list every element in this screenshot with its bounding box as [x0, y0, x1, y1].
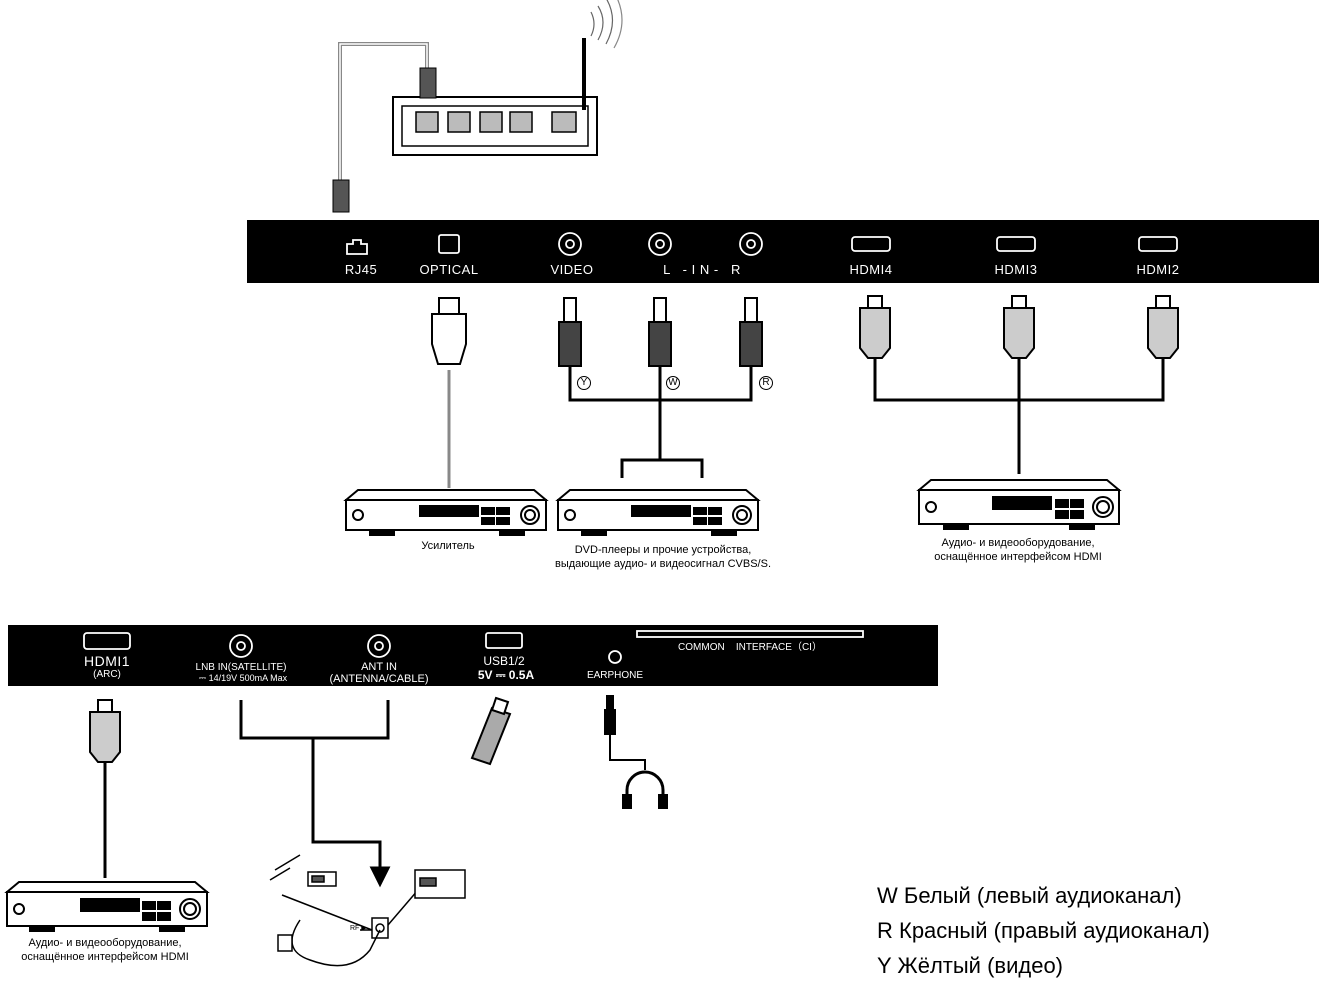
rca-mark-r: R	[759, 376, 773, 390]
hdmi1-arc-label: (ARC)	[93, 669, 121, 680]
rf-label: RF ▶	[350, 925, 367, 932]
router	[392, 0, 623, 156]
legend-red: R Красный (правый аудиоканал)	[877, 918, 1210, 943]
audio-r-port-icon	[739, 232, 763, 256]
rj45-port-icon	[346, 239, 368, 255]
bottom-connector-panel	[8, 625, 938, 686]
antenna-wall-sockets	[269, 854, 466, 967]
hdmi1-port-icon	[83, 632, 131, 650]
ci-label: COMMON INTERFACE（CI）	[678, 642, 822, 653]
optical-cable	[431, 297, 467, 488]
hdmi2-label: HDMI2	[1136, 262, 1180, 277]
hdmi2-port-icon	[1138, 236, 1178, 252]
ci-slot-icon	[636, 630, 864, 638]
legend-white: W Белый (левый аудиоканал)	[877, 883, 1182, 908]
antenna-cables	[239, 700, 391, 888]
top-panel-ports	[346, 232, 1178, 256]
hdmi-av-bottom-caption-line2: оснащённое интерфейсом HDMI	[21, 951, 189, 963]
video-label: VIDEO	[550, 262, 594, 277]
ant-label: ANT IN	[361, 661, 397, 673]
hdmi-top-cables	[859, 295, 1179, 474]
earphone-port-icon	[608, 650, 622, 664]
hdmi3-label: HDMI3	[994, 262, 1038, 277]
rca-mark-y: Y	[577, 376, 591, 390]
rj45-label: RJ45	[344, 262, 378, 277]
lan-cable	[332, 42, 437, 213]
rca-cables	[558, 297, 763, 478]
usb-spec-label: 5V ⎓ 0.5A	[477, 668, 535, 682]
optical-label: OPTICAL	[419, 262, 479, 277]
hdmi4-port-icon	[851, 236, 891, 252]
usb-label: USB1/2	[483, 654, 525, 668]
ant-port-icon	[367, 634, 391, 658]
video-port-icon	[558, 232, 582, 256]
hdmi-av-device-bottom	[4, 881, 210, 932]
color-legend: W Белый (левый аудиоканал) R Красный (пр…	[877, 878, 1210, 983]
lnb-spec-label: ⎓ 14/19V 500mA Max	[198, 673, 288, 683]
dvd-device	[555, 489, 761, 536]
lnb-port-icon	[229, 634, 253, 658]
lnb-label: LNB IN(SATELLITE)	[195, 662, 287, 673]
earphone-label: EARPHONE	[586, 670, 644, 681]
usb-port-icon	[485, 632, 523, 649]
dvd-caption-line1: DVD-плееры и прочие устройства,	[574, 544, 752, 556]
amplifier-caption: Усилитель	[421, 540, 475, 552]
ant-sub-label: (ANTENNA/CABLE)	[329, 673, 429, 685]
rca-mark-w: W	[666, 376, 680, 390]
hdmi-av-device-top	[916, 479, 1122, 530]
dvd-caption-line2: выдающие аудио- и видеосигнал CVBS/S.	[554, 558, 772, 570]
bottom-panel-ports	[83, 630, 864, 664]
audio-in-label: L - I N - R	[663, 262, 741, 277]
optical-port-icon	[438, 234, 460, 254]
hdmi-av-top-caption-line2: оснащённое интерфейсом HDMI	[934, 551, 1102, 563]
hdmi1-label: HDMI1	[83, 653, 131, 669]
usb-stick-icon	[470, 696, 512, 766]
legend-yellow: Y Жёлтый (видео)	[877, 953, 1064, 978]
hdmi3-port-icon	[996, 236, 1036, 252]
hdmi-av-top-caption-line1: Аудио- и видеооборудование,	[941, 537, 1095, 549]
hdmi1-cable	[89, 699, 121, 878]
headphones-icon	[604, 695, 668, 809]
hdmi4-label: HDMI4	[849, 262, 893, 277]
audio-l-port-icon	[648, 232, 672, 256]
hdmi-av-bottom-caption-line1: Аудио- и видеооборудование,	[28, 937, 182, 949]
amplifier-device	[343, 489, 549, 536]
